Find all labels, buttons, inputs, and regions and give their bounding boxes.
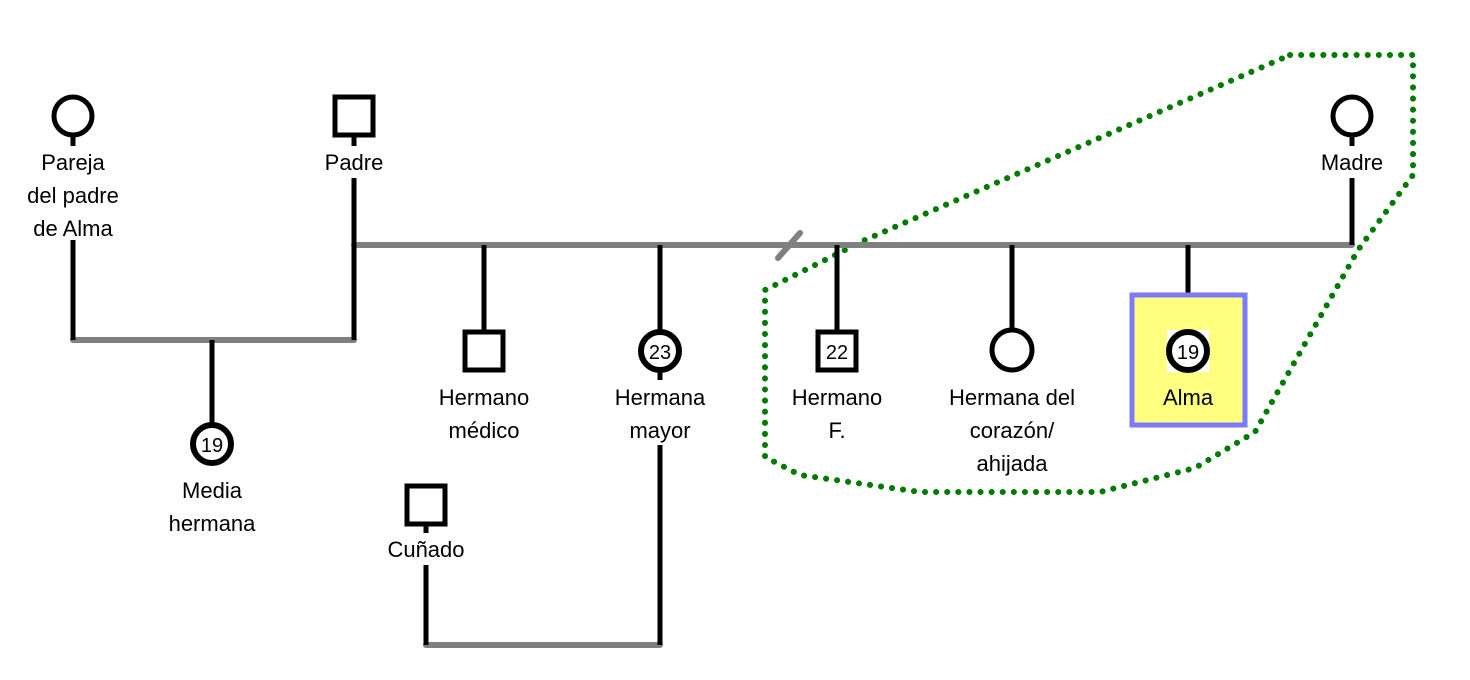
age-label: 19 [201,435,223,457]
label-line: de Alma [33,216,113,241]
label-line: Alma [1163,385,1214,410]
female-symbol [1330,94,1374,138]
person-hermano-f[interactable]: 22 Hermano F. [792,329,882,443]
label-line: Media [182,478,243,503]
age-label: 19 [1177,342,1199,364]
label-line: hermana [169,511,257,536]
person-hermano-medico[interactable]: Hermano médico [439,329,529,443]
female-symbol [190,422,234,466]
female-symbol [51,94,95,138]
person-padre[interactable]: Padre [325,94,384,175]
label-line: del padre [27,183,119,208]
male-symbol [332,94,376,138]
age-label: 22 [826,342,848,364]
label-line: médico [449,418,520,443]
male-symbol [404,483,448,527]
person-pareja[interactable]: Pareja del padre de Alma [27,94,119,241]
label-line: corazón/ [970,418,1055,443]
label-line: Madre [1321,150,1383,175]
female-symbol [989,327,1035,373]
label-line: F. [828,418,845,443]
label-line: Hermano [439,385,529,410]
person-media-hermana[interactable]: 19 Media hermana [169,422,257,536]
person-hermana-mayor[interactable]: 23 Hermana mayor [615,329,706,443]
label-line: ahijada [977,451,1049,476]
female-symbol [1166,329,1210,373]
male-symbol [462,329,506,373]
label-line: mayor [629,418,690,443]
label-line: Hermana del [949,385,1075,410]
person-hermana-corazon[interactable]: Hermana del corazón/ ahijada [949,327,1075,476]
label-line: Cuñado [387,537,464,562]
label-line: Hermano [792,385,882,410]
label-line: Pareja [41,150,105,175]
label-line: Padre [325,150,384,175]
male-symbol [815,329,859,373]
person-alma[interactable]: 19 Alma [1163,329,1214,410]
person-cunado[interactable]: Cuñado [387,483,465,562]
age-label: 23 [649,342,671,364]
household-group-outline [762,52,1416,495]
label-line: Hermana [615,385,706,410]
female-symbol [638,329,682,373]
separation-mark [775,230,803,261]
person-madre[interactable]: Madre [1321,94,1383,175]
